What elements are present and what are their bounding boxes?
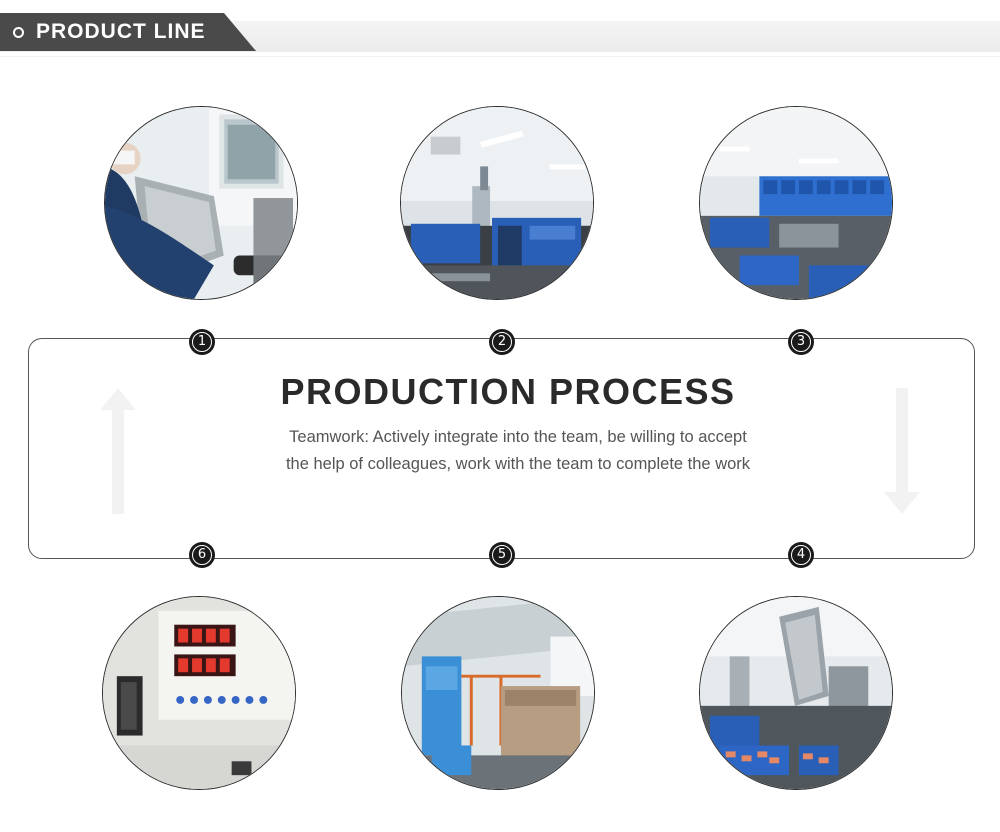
photo-step-2	[400, 106, 594, 300]
circle-bullet-icon	[13, 27, 24, 38]
step-badge-3: 3	[788, 329, 814, 355]
assembly-line-photo	[700, 597, 892, 789]
step-number: 5	[492, 545, 512, 565]
washing-tank-photo	[402, 597, 594, 789]
header-tab	[0, 13, 256, 51]
process-title: PRODUCTION PROCESS	[280, 371, 736, 412]
step-number: 1	[192, 332, 212, 352]
section-title: PRODUCT LINE	[36, 20, 206, 43]
step-badge-1: 1	[189, 329, 215, 355]
control-panel-photo	[103, 597, 295, 789]
step-badge-5: 5	[489, 542, 515, 568]
worker-photo	[105, 107, 297, 299]
photo-step-5	[401, 596, 595, 790]
photo-step-1	[104, 106, 298, 300]
process-description: Teamwork: Actively integrate into the te…	[285, 428, 751, 473]
header-divider	[0, 56, 1000, 57]
step-number: 2	[492, 332, 512, 352]
step-number: 4	[791, 545, 811, 565]
workshop-photo	[700, 107, 892, 299]
photo-step-6	[102, 596, 296, 790]
molding-machine-photo	[401, 107, 593, 299]
arrow-up-icon	[100, 388, 136, 514]
step-badge-4: 4	[788, 542, 814, 568]
step-number: 3	[791, 332, 811, 352]
process-box	[28, 338, 975, 559]
arrow-down-icon	[884, 388, 920, 514]
step-badge-2: 2	[489, 329, 515, 355]
step-badge-6: 6	[189, 542, 215, 568]
step-number: 6	[192, 545, 212, 565]
photo-step-4	[699, 596, 893, 790]
photo-step-3	[699, 106, 893, 300]
